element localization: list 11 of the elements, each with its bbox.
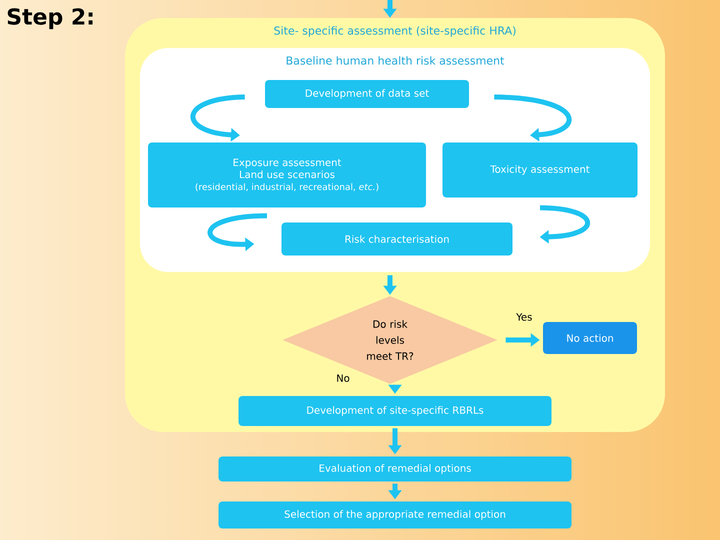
process-box: Development of data set: [265, 80, 469, 108]
process-box: Exposure assessment Land use scenarios (residential, industrial, recreational, etc.): [148, 142, 426, 208]
arrow: [540, 205, 590, 244]
arrow: [494, 94, 572, 142]
process-box: Toxicity assessment: [442, 142, 638, 198]
process-box: Development of site-specific RBRLs: [238, 396, 552, 426]
process-box: Evaluation of remedial options: [218, 456, 572, 482]
step-heading: Step 2:: [8, 8, 93, 30]
outcome-box: No action: [543, 322, 637, 354]
process-box: Risk characterisation: [282, 222, 512, 256]
process-box: Selection of the appropriate remedial option: [218, 502, 572, 528]
